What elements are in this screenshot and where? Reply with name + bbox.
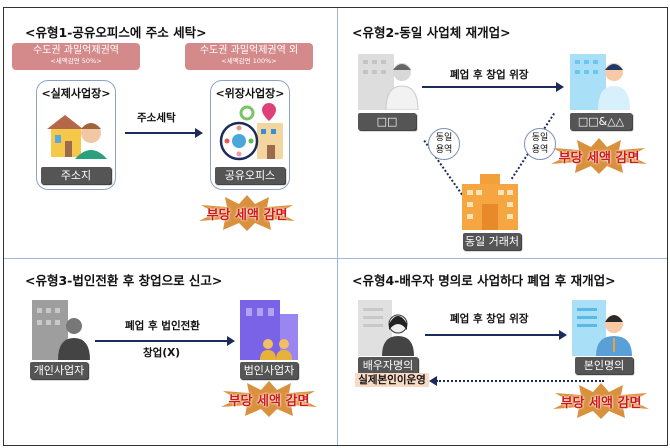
burst-text: 부당 세액 감면 [560, 396, 642, 411]
actual-operator-label: 실제본인이운영 [355, 373, 429, 387]
house-person-icon [47, 115, 107, 159]
burst-text: 부당 세액 감면 [228, 394, 310, 409]
divider [337, 8, 338, 445]
type1-title: <유형1-공유오피스에 주소 세탁> [25, 25, 207, 40]
type2-title: <유형2-동일 사업체 재개업> [352, 25, 511, 40]
same-service-badge: 동일 용역 [524, 128, 556, 160]
zone-left: 수도권 과밀억제권역<세액감면 50%> [12, 43, 140, 70]
arrow-label: 폐업 후 창업 위장 [450, 313, 529, 325]
arrow-right [422, 82, 564, 92]
corporate-business-label: 법인사업자 [240, 362, 298, 379]
spouse-building-icon [358, 300, 414, 356]
unfair-tax-reduction-burst: 부당 세액 감면 [197, 195, 297, 231]
same-service-badge: 동일 용역 [428, 128, 460, 160]
arrow-label: 폐업 후 법인전환 [125, 320, 200, 332]
arrowhead-left [429, 376, 437, 386]
zone-left-label: 수도권 과밀억제권역 [33, 45, 119, 56]
zone-right: 수도권 과밀억제권역 외<세액감면 100%> [185, 43, 313, 70]
address-label: 주소지 [41, 167, 111, 184]
arrow-label: 폐업 후 창업 위장 [450, 69, 529, 81]
zone-right-label: 수도권 과밀억제권역 외 [199, 45, 299, 56]
arrow-label: 주소세탁 [137, 112, 176, 124]
arrow-right [95, 336, 235, 346]
card-title: <실제사업장> [41, 87, 111, 100]
dotted-arrow-back [436, 380, 604, 382]
arrow-right [425, 330, 567, 340]
arrow-right [125, 128, 203, 138]
fake-workplace-card: <위장사업장> 공유오피스 [210, 80, 290, 190]
burst-text: 부당 세액 감면 [206, 208, 288, 223]
same-client-label: 동일 거래처 [463, 233, 521, 250]
unfair-tax-reduction-burst: 부당 세액 감면 [549, 138, 649, 174]
spouse-name-label: 배우자명의 [358, 357, 418, 374]
zone-right-sub: <세액감면 100%> [221, 57, 277, 65]
individual-business-icon [32, 300, 90, 360]
building-person-gray-icon [358, 54, 419, 110]
actual-workplace-card: <실제사업장> 주소지 [36, 80, 116, 190]
arrow-sublabel: 창업(X) [143, 347, 181, 359]
divider [4, 258, 667, 259]
type4-title: <유형4-배우자 명의로 사업하다 폐업 후 재개업> [352, 273, 616, 288]
unfair-tax-reduction-burst: 부당 세액 감면 [551, 383, 651, 419]
self-building-icon [572, 300, 632, 356]
burst-text: 부당 세액 감면 [558, 151, 640, 166]
self-name-label: 본인명의 [575, 357, 633, 374]
unfair-tax-reduction-burst: 부당 세액 감면 [219, 381, 319, 417]
shared-office-icon [219, 103, 283, 161]
orange-building-icon [462, 174, 518, 230]
type3-title: <유형3-법인전환 후 창업으로 신고> [25, 273, 223, 288]
card-title: <위장사업장> [215, 87, 285, 100]
business-right-label: □□&△△ [570, 113, 632, 130]
building-person-blue-icon [570, 54, 630, 110]
business-left-label: □□ [358, 113, 416, 130]
individual-business-label: 개인사업자 [30, 362, 88, 379]
diagram-frame [3, 7, 668, 446]
corporate-business-icon [240, 300, 298, 360]
zone-left-sub: <세액감면 50%> [50, 57, 102, 65]
shared-office-label: 공유오피스 [215, 167, 285, 184]
